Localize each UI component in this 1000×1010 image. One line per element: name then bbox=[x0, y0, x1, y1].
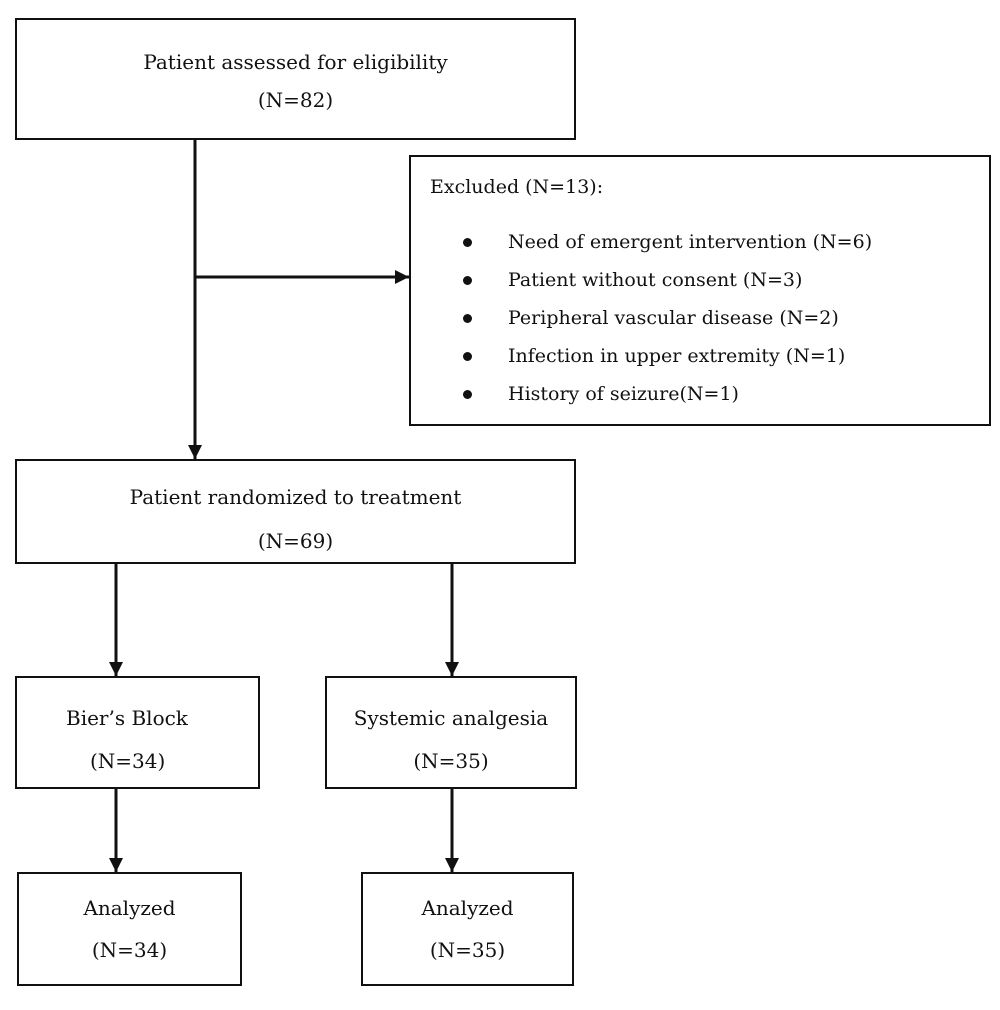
eligibility-count: (N=82) bbox=[257, 88, 334, 112]
excluded-reason: Peripheral vascular disease (N=2) bbox=[463, 306, 872, 344]
randomized-title: Patient randomized to treatment bbox=[129, 485, 462, 509]
excluded-reason-text: History of seizure(N=1) bbox=[508, 383, 739, 405]
analyzed-systemic-box: Analyzed (N=35) bbox=[361, 872, 574, 986]
systemic-analgesia-title: Systemic analgesia bbox=[353, 706, 549, 730]
bier-block-title: Bier’s Block bbox=[66, 706, 188, 730]
bullet-icon bbox=[463, 314, 472, 323]
excluded-reason-text: Peripheral vascular disease (N=2) bbox=[508, 307, 839, 329]
bullet-icon bbox=[463, 238, 472, 247]
excluded-reason-text: Need of emergent intervention (N=6) bbox=[508, 231, 873, 253]
bier-block-box: Bier’s Block (N=34) bbox=[15, 676, 260, 789]
excluded-reason-text: Patient without consent (N=3) bbox=[508, 269, 803, 291]
bullet-icon bbox=[463, 390, 472, 399]
analyzed-bier-count: (N=34) bbox=[91, 938, 168, 962]
analyzed-systemic-title: Analyzed bbox=[421, 896, 514, 920]
bullet-icon bbox=[463, 352, 472, 361]
bullet-icon bbox=[463, 276, 472, 285]
excluded-reason: Patient without consent (N=3) bbox=[463, 268, 872, 306]
excluded-reasons-list: Need of emergent intervention (N=6) Pati… bbox=[463, 230, 872, 420]
excluded-reason: Need of emergent intervention (N=6) bbox=[463, 230, 872, 268]
randomized-box: Patient randomized to treatment (N=69) bbox=[15, 459, 576, 564]
eligibility-box: Patient assessed for eligibility (N=82) bbox=[15, 18, 576, 140]
bier-block-count: (N=34) bbox=[90, 749, 166, 773]
randomized-count: (N=69) bbox=[257, 529, 334, 553]
analyzed-bier-title: Analyzed bbox=[83, 896, 176, 920]
excluded-box: Excluded (N=13): Need of emergent interv… bbox=[409, 155, 991, 426]
systemic-analgesia-box: Systemic analgesia (N=35) bbox=[325, 676, 577, 789]
excluded-reason: Infection in upper extremity (N=1) bbox=[463, 344, 872, 382]
analyzed-bier-box: Analyzed (N=34) bbox=[17, 872, 242, 986]
excluded-title: Excluded (N=13): bbox=[430, 176, 604, 198]
eligibility-title: Patient assessed for eligibility bbox=[143, 50, 448, 74]
systemic-analgesia-count: (N=35) bbox=[413, 749, 489, 773]
excluded-reason: History of seizure(N=1) bbox=[463, 382, 872, 420]
excluded-reason-text: Infection in upper extremity (N=1) bbox=[508, 345, 846, 367]
analyzed-systemic-count: (N=35) bbox=[429, 938, 506, 962]
